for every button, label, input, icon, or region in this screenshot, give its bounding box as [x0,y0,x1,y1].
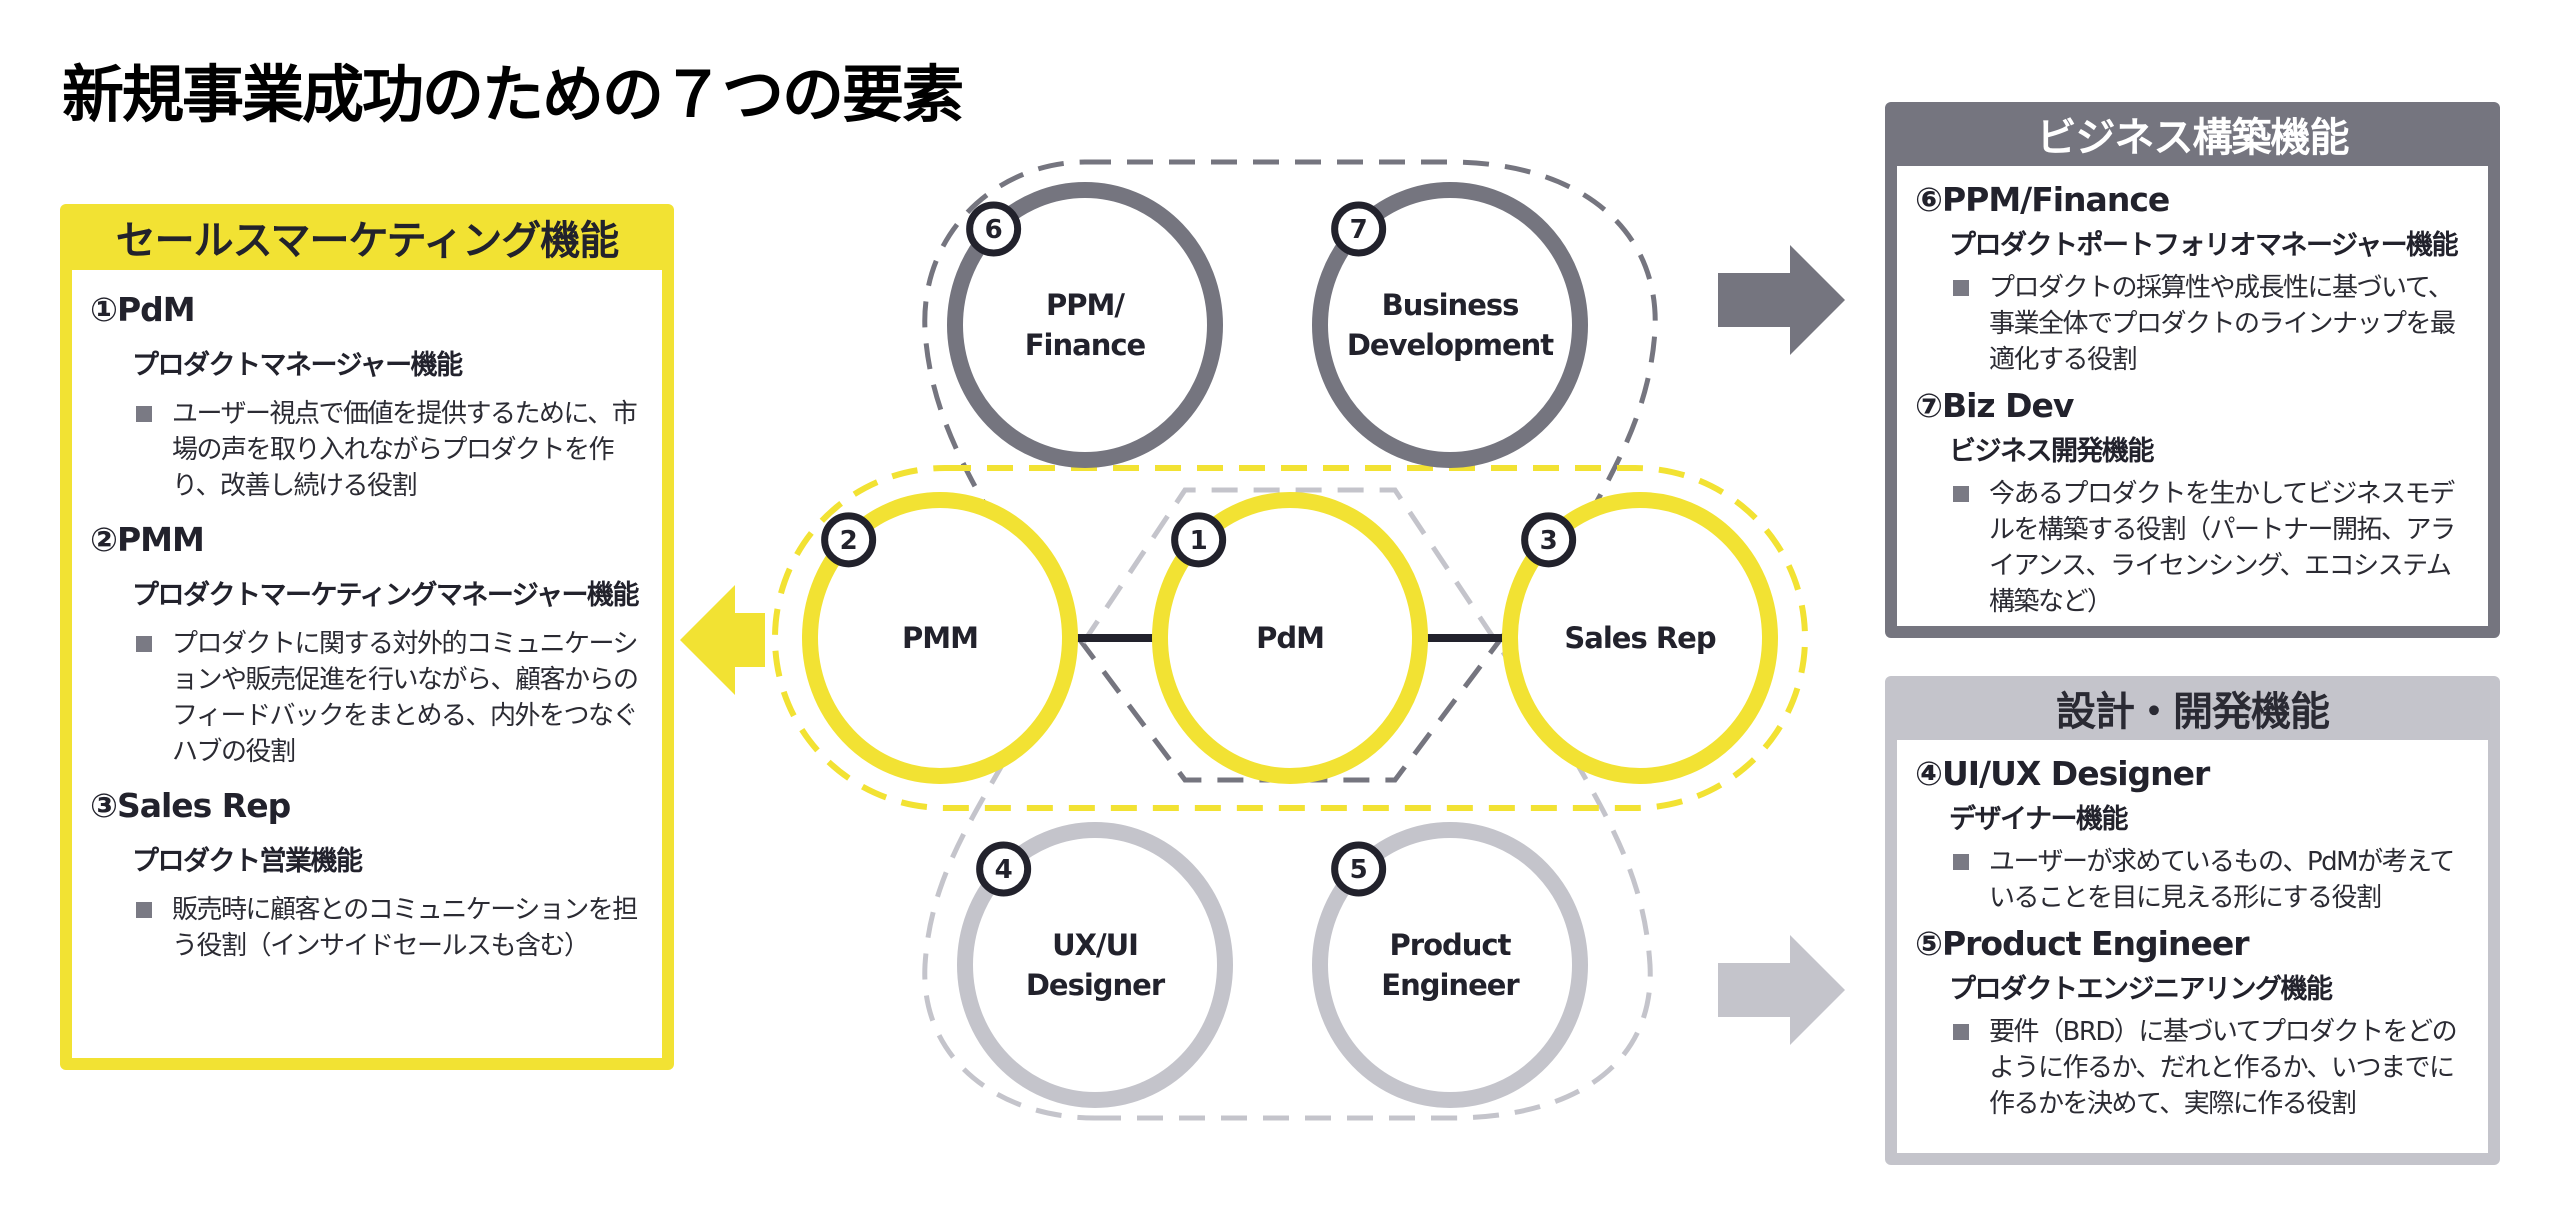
sales-group-outline [772,465,1808,811]
badge-number: 2 [840,526,858,556]
role-biz-dev: ⑦Biz Dev ビジネス開発機能 今あるプロダクトを生かしてビジネスモデルを構… [1915,384,2468,620]
business-building-panel: ビジネス構築機能 ⑥PPM/Finance プロダクトポートフォリオマネージャー… [1885,102,2500,638]
node-ring [1502,492,1778,784]
role-title: ⑥PPM/Finance [1915,180,2170,219]
role-description: 要件（BRD）に基づいてプロダクトをどのように作るか、だれと作るか、いつまでに作… [1949,1014,2468,1122]
number-badge: 4 [976,841,1032,897]
panel-body: ④UI/UX Designer デザイナー機能 ユーザーが求めているもの、PdM… [1897,740,2488,1153]
node-label: Sales Rep [1564,621,1715,655]
role-subtitle: プロダクトポートフォリオマネージャー機能 [1949,230,2459,261]
square-bullet-icon [1953,486,1969,502]
node-salesrep: Sales Rep 3 [1502,492,1778,784]
panel-header: セールスマーケティング機能 [115,218,620,264]
arrow-right-icon [1718,935,1845,1045]
sales-marketing-panel: セールスマーケティング機能 ①PdM プロダクトマネージャー機能 ユーザー視点で… [60,204,674,1070]
role-subtitle: プロダクトエンジニアリング機能 [1949,974,2333,1005]
panel-body: ⑥PPM/Finance プロダクトポートフォリオマネージャー機能 プロダクトの… [1897,166,2488,626]
role-product-engineer: ⑤Product Engineer プロダクトエンジニアリング機能 要件（BRD… [1915,922,2468,1122]
node-ring [947,182,1223,468]
node-ring [1312,182,1588,468]
node-label: Product [1390,928,1512,962]
role-title: ②PMM [90,520,205,559]
square-bullet-icon [136,636,152,652]
role-sales-rep: ③Sales Rep プロダクト営業機能 販売時に顧客とのコミュニケーションを担… [90,784,642,964]
arrow-left-icon [680,585,765,695]
role-subtitle: ビジネス開発機能 [1949,436,2155,467]
role-title: ⑤Product Engineer [1915,924,2250,963]
role-description-text: ユーザーが求めているもの、PdMが考えていることを目に見える形にする役割 [1989,847,2455,913]
number-badge: 7 [1331,201,1387,257]
design-development-panel: 設計・開発機能 ④UI/UX Designer デザイナー機能 ユーザーが求めて… [1885,676,2500,1165]
node-label: PPM/ [1046,288,1125,322]
node-label: Development [1347,328,1554,362]
number-badge: 5 [1331,841,1387,897]
role-description-text: プロダクトの採算性や成長性に基づいて、事業全体でプロダクトのラインナップを最適化… [1989,273,2456,375]
node-label: Business [1382,288,1519,322]
role-description: ユーザーが求めているもの、PdMが考えていることを目に見える形にする役割 [1949,844,2468,916]
badge-number: 3 [1540,526,1558,556]
role-description: 販売時に顧客とのコミュニケーションを担う役割（インサイドセールスも含む） [132,892,642,964]
node-label: Engineer [1381,968,1520,1002]
role-title: ①PdM [90,290,196,329]
role-title: ③Sales Rep [90,786,291,825]
role-subtitle: プロダクト営業機能 [132,846,363,877]
role-description-text: 販売時に顧客とのコミュニケーションを担う役割（インサイドセールスも含む） [172,895,638,961]
role-description-text: 要件（BRD）に基づいてプロダクトをどのように作るか、だれと作るか、いつまでに作… [1989,1017,2458,1119]
number-badge: 1 [1171,512,1227,568]
node-ppm: PPM/Finance 6 [947,182,1223,468]
page-title: 新規事業成功のための７つの要素 [62,58,964,131]
node-label: Designer [1026,968,1166,1002]
number-badge: 2 [821,512,877,568]
role-pdm: ①PdM プロダクトマネージャー機能 ユーザー視点で価値を提供するために、市場の… [90,288,642,504]
role-description: プロダクトに関する対外的コミュニケーションや販売促進を行いながら、顧客からのフィ… [132,626,642,770]
arrow-right-icon [1718,245,1845,355]
badge-number: 7 [1350,215,1368,245]
business-group-outline [922,159,1658,783]
node-ring [1312,822,1588,1108]
node-pdm: PdM 1 [1152,492,1428,784]
node-label: Finance [1025,328,1146,362]
node-label: PdM [1256,621,1324,655]
role-title: ⑦Biz Dev [1915,386,2074,425]
square-bullet-icon [1953,280,1969,296]
node-label: UX/UI [1052,928,1138,962]
role-subtitle: デザイナー機能 [1949,804,2128,835]
role-description: 今あるプロダクトを生かしてビジネスモデルを構築する役割（パートナー開拓、アライア… [1949,476,2468,620]
role-ppm-finance: ⑥PPM/Finance プロダクトポートフォリオマネージャー機能 プロダクトの… [1915,178,2468,378]
role-ui-ux-designer: ④UI/UX Designer デザイナー機能 ユーザーが求めているもの、PdM… [1915,752,2468,916]
design-group-outline [922,487,1653,1121]
role-description: ユーザー視点で価値を提供するために、市場の声を取り入れながらプロダクトを作り、改… [132,396,642,504]
role-subtitle: プロダクトマネージャー機能 [132,350,463,381]
panel-header: ビジネス構築機能 [2036,115,2350,161]
node-ring [802,492,1078,784]
square-bullet-icon [1953,854,1969,870]
role-description-text: ユーザー視点で価値を提供するために、市場の声を取り入れながらプロダクトを作り、改… [172,399,638,501]
badge-number: 4 [995,855,1013,885]
node-ring [957,822,1233,1108]
badge-number: 6 [985,215,1003,245]
square-bullet-icon [1953,1024,1969,1040]
node-label: PMM [902,621,978,655]
role-description-text: 今あるプロダクトを生かしてビジネスモデルを構築する役割（パートナー開拓、アライア… [1989,479,2456,617]
panel-body: ①PdM プロダクトマネージャー機能 ユーザー視点で価値を提供するために、市場の… [72,270,662,1058]
role-description: プロダクトの採算性や成長性に基づいて、事業全体でプロダクトのラインナップを最適化… [1949,270,2468,378]
number-badge: 3 [1521,512,1577,568]
square-bullet-icon [136,406,152,422]
badge-number: 1 [1190,526,1208,556]
badge-number: 5 [1350,855,1368,885]
node-uxui: UX/UI Designer 4 [957,822,1233,1108]
role-description-text: プロダクトに関する対外的コミュニケーションや販売促進を行いながら、顧客からのフィ… [172,629,639,767]
square-bullet-icon [136,902,152,918]
number-badge: 6 [966,201,1022,257]
role-pmm: ②PMM プロダクトマーケティングマネージャー機能 プロダクトに関する対外的コミ… [90,518,642,770]
panel-header: 設計・開発機能 [2056,689,2330,735]
role-subtitle: プロダクトマーケティングマネージャー機能 [132,580,639,611]
role-title: ④UI/UX Designer [1915,754,2210,793]
node-ring [1152,492,1428,784]
node-pmm: PMM 2 [802,492,1078,784]
